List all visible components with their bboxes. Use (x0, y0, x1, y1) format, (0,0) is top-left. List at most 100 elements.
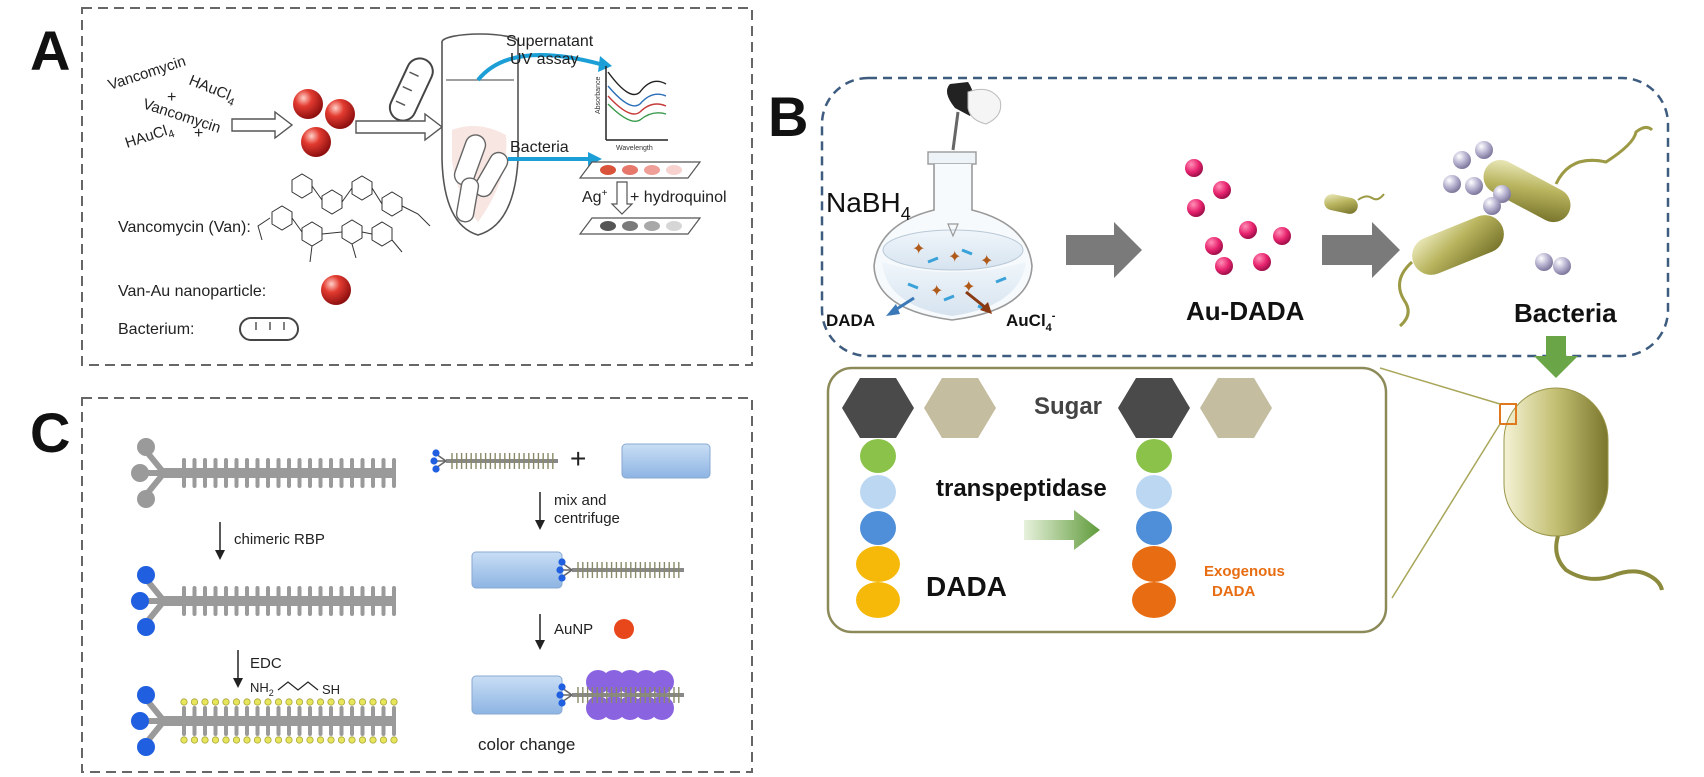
phage-protein (266, 706, 270, 736)
sugar-hexagon (1200, 378, 1272, 438)
amino-acid (856, 546, 900, 582)
panel-b-letter: B (768, 85, 808, 148)
color-change-label: color change (478, 735, 575, 754)
thiol-group (201, 698, 209, 706)
thiol-group (369, 736, 377, 744)
phage-body (446, 459, 558, 463)
nanoparticle (301, 127, 331, 157)
aunp-icon (614, 619, 634, 639)
phage-protein (182, 706, 186, 736)
sugar-hexagons-left (842, 378, 996, 438)
thiol-group (358, 736, 367, 744)
linker-nh2: NH2 (250, 680, 274, 698)
dropper-bulb (946, 82, 974, 116)
thiol-group (379, 736, 388, 744)
phage-protein (192, 458, 197, 488)
thiol-group (253, 698, 262, 706)
thiol-group (285, 736, 293, 744)
chimeric-rbp-label: chimeric RBP (234, 531, 325, 548)
thiol-group (232, 736, 241, 744)
process-arrow-1 (1066, 222, 1142, 278)
color-spot (600, 165, 616, 175)
phage-protein (308, 586, 312, 616)
thiol-group (274, 736, 283, 744)
legend-nanoparticle-label: Van-Au nanoparticle: (118, 283, 266, 300)
mix-label-2: centrifuge (554, 510, 620, 527)
zoom-line (1379, 367, 1501, 405)
plus-sign-1: + (167, 89, 176, 106)
thiol-group (348, 698, 356, 706)
rbp-tip (556, 566, 564, 574)
reagent-haucl4-2: HAuCl4 (123, 120, 176, 154)
thiol-group (285, 698, 293, 706)
thiol-group (264, 698, 272, 706)
phage-protein (192, 586, 197, 616)
phage-protein (350, 458, 354, 488)
thiol-group (316, 698, 325, 706)
nanoparticle (325, 99, 355, 129)
thiol-group (337, 736, 346, 744)
phage-protein (360, 586, 365, 616)
rbp-tip (137, 686, 155, 704)
rbp-tip (137, 566, 155, 584)
rbp-tip (556, 691, 564, 699)
phage-protein (308, 706, 312, 736)
panel-c: C chimeric RBP EDC NH2 SH + mix and cent… (30, 397, 753, 773)
mini-phage-top (430, 449, 558, 473)
phage-protein (213, 706, 218, 736)
phage-protein (329, 586, 333, 616)
uv-chart-y-label: Absorbance (595, 77, 602, 114)
thiol-group (190, 698, 199, 706)
zoom-line (1391, 423, 1501, 599)
mix-label-1: mix and (554, 492, 607, 509)
phage-thiolated (131, 686, 398, 756)
sugar-hexagons-right (1118, 378, 1272, 438)
phage-protein (350, 586, 354, 616)
dada-molecule-marks (907, 248, 1007, 312)
amino-acid (1136, 475, 1172, 509)
phage-protein (287, 586, 291, 616)
vancomycin-structure (257, 173, 431, 263)
thiol-group (274, 698, 283, 706)
panel-a-dashed-border (81, 7, 753, 366)
thiol-group (253, 736, 262, 744)
magnetic-bead (621, 443, 711, 479)
phage-protein (381, 458, 386, 488)
phage-protein (192, 706, 197, 736)
thiol-group (379, 698, 388, 706)
au-dada-nanoparticles (1185, 159, 1291, 275)
rbp-tip (137, 618, 155, 636)
thiol-group (232, 698, 241, 706)
thiol-group (337, 698, 346, 706)
phage-protein (381, 706, 386, 736)
phage-protein (339, 458, 344, 488)
hydroquinol-label: + hydroquinol (630, 189, 727, 206)
silver-spot (600, 221, 616, 231)
uv-curve (607, 71, 667, 96)
uv-curve (607, 85, 667, 107)
rbp-tip (558, 699, 566, 707)
phage-protein (392, 586, 396, 616)
nanoparticle (293, 89, 323, 119)
phage-protein (360, 458, 365, 488)
panel-a: A Vancomycin HAuCl4 + Vancomycin HAuCl4 … (30, 7, 753, 366)
thiol-group (295, 736, 304, 744)
aucl-pointer-arrow (965, 290, 987, 310)
phage-protein (213, 586, 218, 616)
amino-acid (1132, 582, 1176, 618)
thiol-group (211, 698, 220, 706)
phage-protein (287, 706, 291, 736)
rbp-tip (131, 712, 149, 730)
edc-label: EDC (250, 655, 282, 672)
hollow-arrow-2 (355, 112, 444, 142)
transpeptidase-label: transpeptidase (936, 475, 1107, 502)
phage-tip (131, 464, 149, 482)
amino-acid (860, 511, 896, 545)
hollow-arrow-1 (231, 110, 294, 140)
phage-body (572, 568, 684, 572)
aunp-particle (650, 670, 674, 694)
amino-acid (856, 582, 900, 618)
au-dada-label: Au-DADA (1186, 296, 1305, 326)
mini-phage-bound (556, 558, 684, 582)
